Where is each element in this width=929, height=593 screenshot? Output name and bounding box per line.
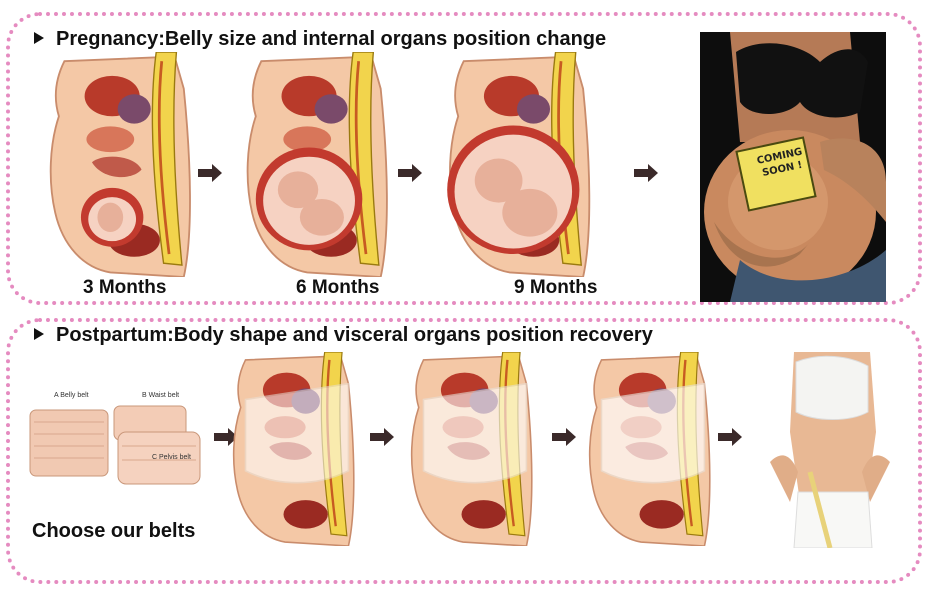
belt-label-a: A Belly belt [54,392,89,399]
pregnancy-9-months-illustration [447,52,591,277]
recovery-stage-3-illustration [588,352,711,546]
stage-label-9-months: 9 Months [514,277,598,298]
bullet-triangle-icon [34,327,44,340]
postpartum-panel [6,318,922,584]
belt-label-b: B Waist belt [142,392,180,399]
bullet-triangle-icon [34,31,44,44]
stage-label-6-months: 6 Months [296,277,380,298]
pregnancy-6-months-illustration [246,52,389,277]
arrow-right-icon [718,428,742,446]
arrow-right-icon [398,164,422,182]
recovery-stage-1-illustration [232,352,355,546]
pregnancy-heading: Pregnancy:Belly size and internal organs… [34,28,606,51]
postpartum-heading: Postpartum:Body shape and visceral organ… [34,324,653,347]
choose-belts-text: Choose our belts [32,520,196,542]
arrow-right-icon [552,428,576,446]
arrow-right-icon [370,428,394,446]
recovery-stage-2-illustration [410,352,533,546]
pregnant-woman-photo: COMING SOON ! [700,32,886,302]
arrow-right-icon [198,164,222,182]
belt-label-c: C Pelvis belt [152,454,191,461]
slim-woman-photo [750,352,910,548]
arrow-right-icon [634,164,658,182]
pregnancy-3-months-illustration [49,52,192,277]
pregnancy-panel [6,12,922,305]
stage-label-3-months: 3 Months [83,277,167,298]
belts-product-image: A Belly belt B Waist belt C Pelvis belt [24,386,210,498]
